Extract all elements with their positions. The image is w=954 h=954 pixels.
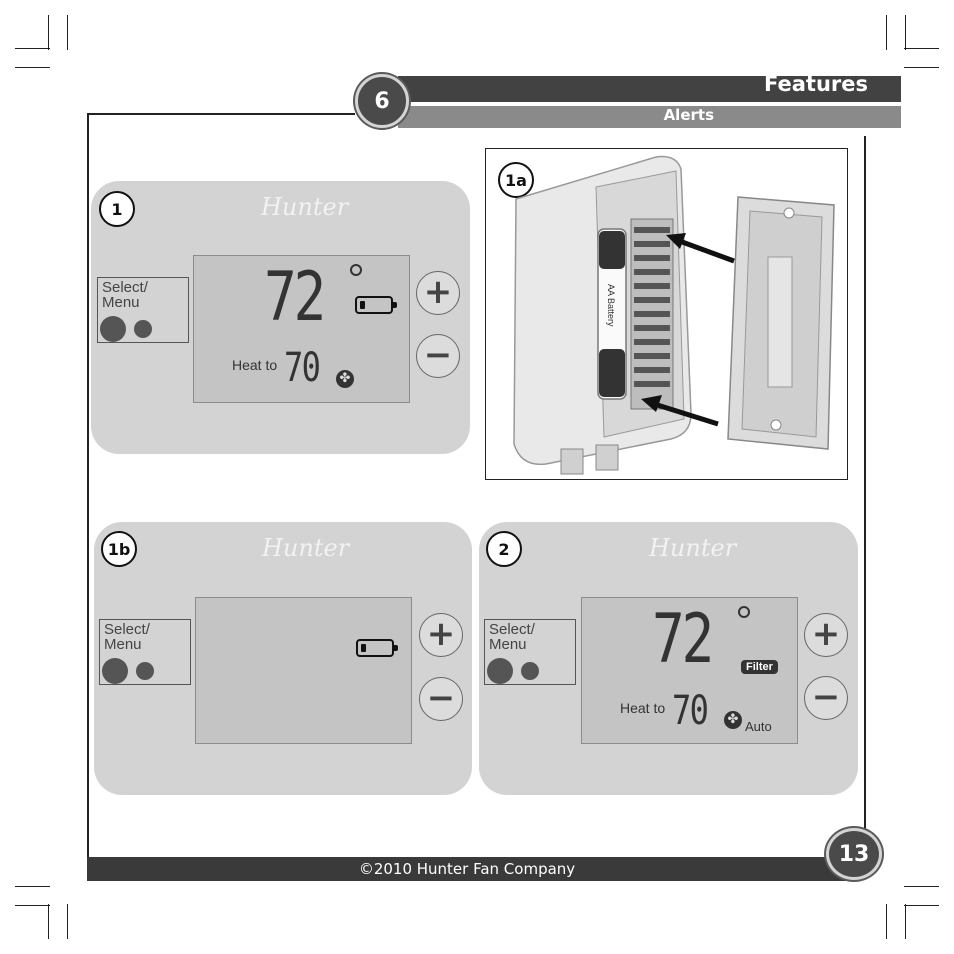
crop-mark [905, 15, 906, 50]
fan-icon: ✤ [336, 370, 354, 388]
filter-alert-badge: Filter [741, 660, 778, 674]
crop-mark [904, 905, 939, 906]
copyright-text: ©2010 Hunter Fan Company [358, 860, 576, 878]
lcd-display [195, 597, 412, 744]
crop-mark [15, 905, 50, 906]
menu-label-line2: Menu [489, 636, 527, 653]
crop-mark [48, 904, 49, 939]
plus-button[interactable]: + [804, 613, 848, 657]
minus-button[interactable]: − [416, 334, 460, 378]
crop-mark [905, 904, 906, 939]
thermostat-panel-1b: 1b Hunter Select/ Menu + − [94, 522, 472, 795]
crop-mark [15, 48, 50, 49]
thermostat-panel-2: 2 Hunter Select/ Menu 72 Filter Heat to … [479, 522, 858, 795]
chapter-badge: 6 [355, 74, 409, 128]
set-temperature: 70 [672, 688, 709, 734]
crop-mark [904, 67, 939, 68]
menu-label: Select/ Menu [104, 622, 150, 652]
degree-icon [350, 264, 362, 276]
figure-label: 1b [101, 531, 137, 567]
select-menu-button[interactable]: Select/ Menu [97, 277, 189, 343]
plus-button[interactable]: + [416, 271, 460, 315]
brand-logo: Hunter [261, 193, 349, 221]
minus-button[interactable]: − [804, 676, 848, 720]
set-temperature: 70 [284, 345, 321, 391]
figure-label: 1a [498, 162, 534, 198]
footer-bar [87, 857, 847, 881]
current-temperature: 72 [264, 258, 326, 337]
lcd-display: 72 Heat to 70 ✤ [193, 255, 410, 403]
crop-mark [904, 886, 939, 887]
gear-icon [134, 320, 152, 338]
gear-icon [100, 316, 126, 342]
heat-to-label: Heat to [620, 700, 666, 716]
brand-logo: Hunter [649, 534, 737, 562]
arrow-icon [650, 400, 719, 427]
figure-label: 2 [486, 531, 522, 567]
minus-button[interactable]: − [419, 677, 463, 721]
lcd-display: 72 Filter Heat to 70 ✤ Auto [581, 597, 798, 744]
gear-icon [136, 662, 154, 680]
plus-button[interactable]: + [419, 613, 463, 657]
section-title: Features [764, 72, 868, 96]
select-menu-button[interactable]: Select/ Menu [484, 619, 576, 685]
arrow-icon [673, 236, 735, 264]
crop-mark [15, 67, 50, 68]
battery-icon [355, 296, 397, 314]
battery-label: AA Battery [606, 284, 616, 327]
gear-icon [521, 662, 539, 680]
menu-label-line1: Select/ [104, 621, 150, 638]
menu-label-line2: Menu [102, 294, 140, 311]
thermostat-panel-1: 1 Hunter Select/ Menu 72 Heat to 70 ✤ + … [91, 181, 470, 454]
menu-label-line1: Select/ [489, 621, 535, 638]
menu-label: Select/ Menu [102, 280, 148, 310]
fan-mode-label: Auto [745, 719, 772, 734]
crop-mark [15, 886, 50, 887]
subheader-bar [398, 106, 901, 128]
figure-label: 1 [99, 191, 135, 227]
menu-label-line2: Menu [104, 636, 142, 653]
crop-mark [67, 15, 68, 50]
fan-icon: ✤ [724, 711, 742, 729]
degree-icon [738, 606, 750, 618]
heat-to-label: Heat to [232, 357, 278, 373]
thermostat-back-illustration: AA Battery [513, 155, 835, 475]
crop-mark [67, 904, 68, 939]
battery-icon [356, 639, 398, 657]
gear-icon [102, 658, 128, 684]
frame-line [864, 136, 866, 838]
current-temperature: 72 [652, 600, 714, 679]
header-bar [398, 76, 901, 102]
page-number: 13 [826, 828, 882, 880]
installation-photo: 1a AA Battery [485, 148, 848, 480]
gear-icon [487, 658, 513, 684]
brand-logo: Hunter [262, 534, 350, 562]
menu-label-line1: Select/ [102, 279, 148, 296]
menu-label: Select/ Menu [489, 622, 535, 652]
select-menu-button[interactable]: Select/ Menu [99, 619, 191, 685]
crop-mark [886, 904, 887, 939]
crop-mark [886, 15, 887, 50]
frame-line [87, 113, 355, 115]
crop-mark [904, 48, 939, 49]
section-subtitle: Alerts [663, 106, 714, 124]
crop-mark [48, 15, 49, 50]
frame-line [87, 113, 89, 858]
